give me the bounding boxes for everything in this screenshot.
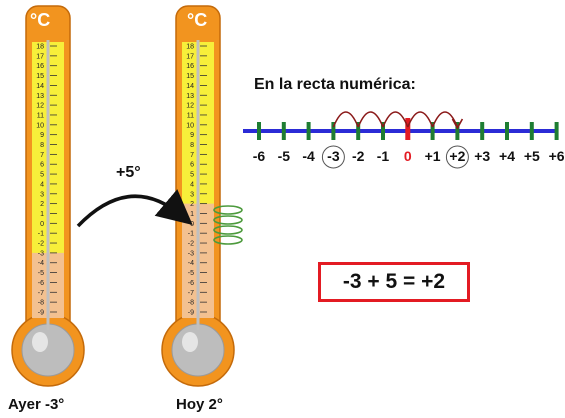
number-line-label: +2 — [449, 148, 466, 164]
scale-label: -6 — [188, 280, 194, 287]
scale-label: 3 — [40, 191, 44, 198]
scale-label: -1 — [38, 231, 44, 238]
scale-label: 8 — [40, 142, 44, 149]
jump-arc — [382, 111, 409, 128]
number-line-label: 0 — [403, 148, 412, 164]
rising-coil-icon — [213, 205, 243, 245]
thermometer-bulb — [21, 323, 75, 377]
scale-label: 12 — [36, 103, 44, 110]
scale-label: -7 — [38, 290, 44, 297]
scale-label: 4 — [190, 181, 194, 188]
scale-label: 14 — [36, 83, 44, 90]
scale-label: -4 — [188, 260, 194, 267]
scale-label: 7 — [40, 152, 44, 159]
jump-arc — [407, 111, 434, 128]
scale-label: 15 — [186, 73, 194, 80]
number-line-label: +4 — [499, 148, 515, 164]
thermometer-bulb — [171, 323, 225, 377]
bulb-highlight — [182, 332, 198, 352]
scale-label: 5 — [190, 172, 194, 179]
scale-label: 8 — [190, 142, 194, 149]
thermometer-today: 1817161514131211109876543210-1-2-3-4-5-6… — [161, 5, 235, 387]
scale-label: 13 — [36, 93, 44, 100]
scale-label: 15 — [36, 73, 44, 80]
scale-label: 1 — [40, 211, 44, 218]
number-line-label: -2 — [351, 148, 365, 164]
scale-label: 13 — [186, 93, 194, 100]
scale-label: 4 — [40, 181, 44, 188]
thermometer-today-unit: °C — [187, 10, 208, 30]
jump-arc — [357, 111, 384, 128]
caption-today: Hoy 2° — [176, 396, 223, 413]
scale-label: 12 — [186, 103, 194, 110]
number-line-label: +6 — [548, 148, 565, 164]
number-line-label: -5 — [277, 148, 291, 164]
scale-label: -5 — [188, 270, 194, 277]
equation-text: -3 + 5 = +2 — [342, 270, 446, 293]
scale-label: -9 — [188, 310, 194, 317]
scale-label: -4 — [38, 260, 44, 267]
jump-arrowhead-icon — [451, 118, 464, 130]
change-label: +5° — [116, 164, 141, 181]
scale-label: 2 — [40, 201, 44, 208]
number-line-label: -1 — [376, 148, 390, 164]
scale-label: 11 — [37, 112, 44, 119]
scale-label: -7 — [188, 290, 194, 297]
scale-label: 10 — [36, 122, 44, 129]
scale-label: 9 — [40, 132, 44, 139]
number-line-label: -6 — [252, 148, 266, 164]
scale-label: -9 — [38, 310, 44, 317]
scale-label: -6 — [38, 280, 44, 287]
number-line — [243, 111, 559, 169]
scale-label: -3 — [38, 250, 44, 257]
scale-label: 10 — [186, 122, 194, 129]
scale-label: 16 — [186, 63, 194, 70]
jump-arc — [431, 111, 459, 128]
scale-label: -5 — [38, 270, 44, 277]
scale-label: 16 — [36, 63, 44, 70]
scale-label: 18 — [36, 44, 44, 51]
thermometer-yesterday-unit: °C — [30, 10, 51, 30]
scale-label: 18 — [186, 44, 194, 51]
scale-label: 6 — [40, 162, 44, 169]
equation-box: -3 + 5 = +2 — [318, 262, 470, 302]
scale-label: 17 — [186, 53, 194, 60]
number-line-label: +3 — [474, 148, 491, 164]
number-line-label: -3 — [327, 148, 340, 164]
thermometer-tube — [46, 40, 50, 330]
circled-value-marker — [445, 145, 469, 169]
jump-arc — [332, 111, 359, 128]
scale-label: -2 — [188, 241, 194, 248]
number-line-title: En la recta numérica: — [254, 76, 416, 93]
scale-label: 9 — [190, 132, 194, 139]
scale-label: 7 — [190, 152, 194, 159]
number-line-label: -4 — [302, 148, 315, 164]
number-line-label: +5 — [523, 148, 540, 164]
scale-label: -2 — [38, 241, 44, 248]
scale-label: -8 — [188, 300, 194, 307]
scale-label: 17 — [36, 53, 44, 60]
scale-label: -3 — [188, 250, 194, 257]
caption-yesterday: Ayer -3° — [8, 396, 65, 413]
scale-label: -8 — [38, 300, 44, 307]
change-arrow-icon — [76, 189, 193, 228]
number-line-label: +1 — [424, 148, 441, 164]
scale-label: 6 — [190, 162, 194, 169]
bulb-highlight — [32, 332, 48, 352]
scale-label: 5 — [40, 172, 44, 179]
scale-label: 11 — [187, 112, 194, 119]
thermometer-tube — [196, 40, 200, 330]
scale-label: 14 — [186, 83, 194, 90]
scale-label: -1 — [188, 231, 194, 238]
scale-label: 0 — [40, 221, 44, 228]
thermometer-yesterday: 1817161514131211109876543210-1-2-3-4-5-6… — [11, 5, 85, 387]
circled-value-marker — [321, 145, 345, 169]
